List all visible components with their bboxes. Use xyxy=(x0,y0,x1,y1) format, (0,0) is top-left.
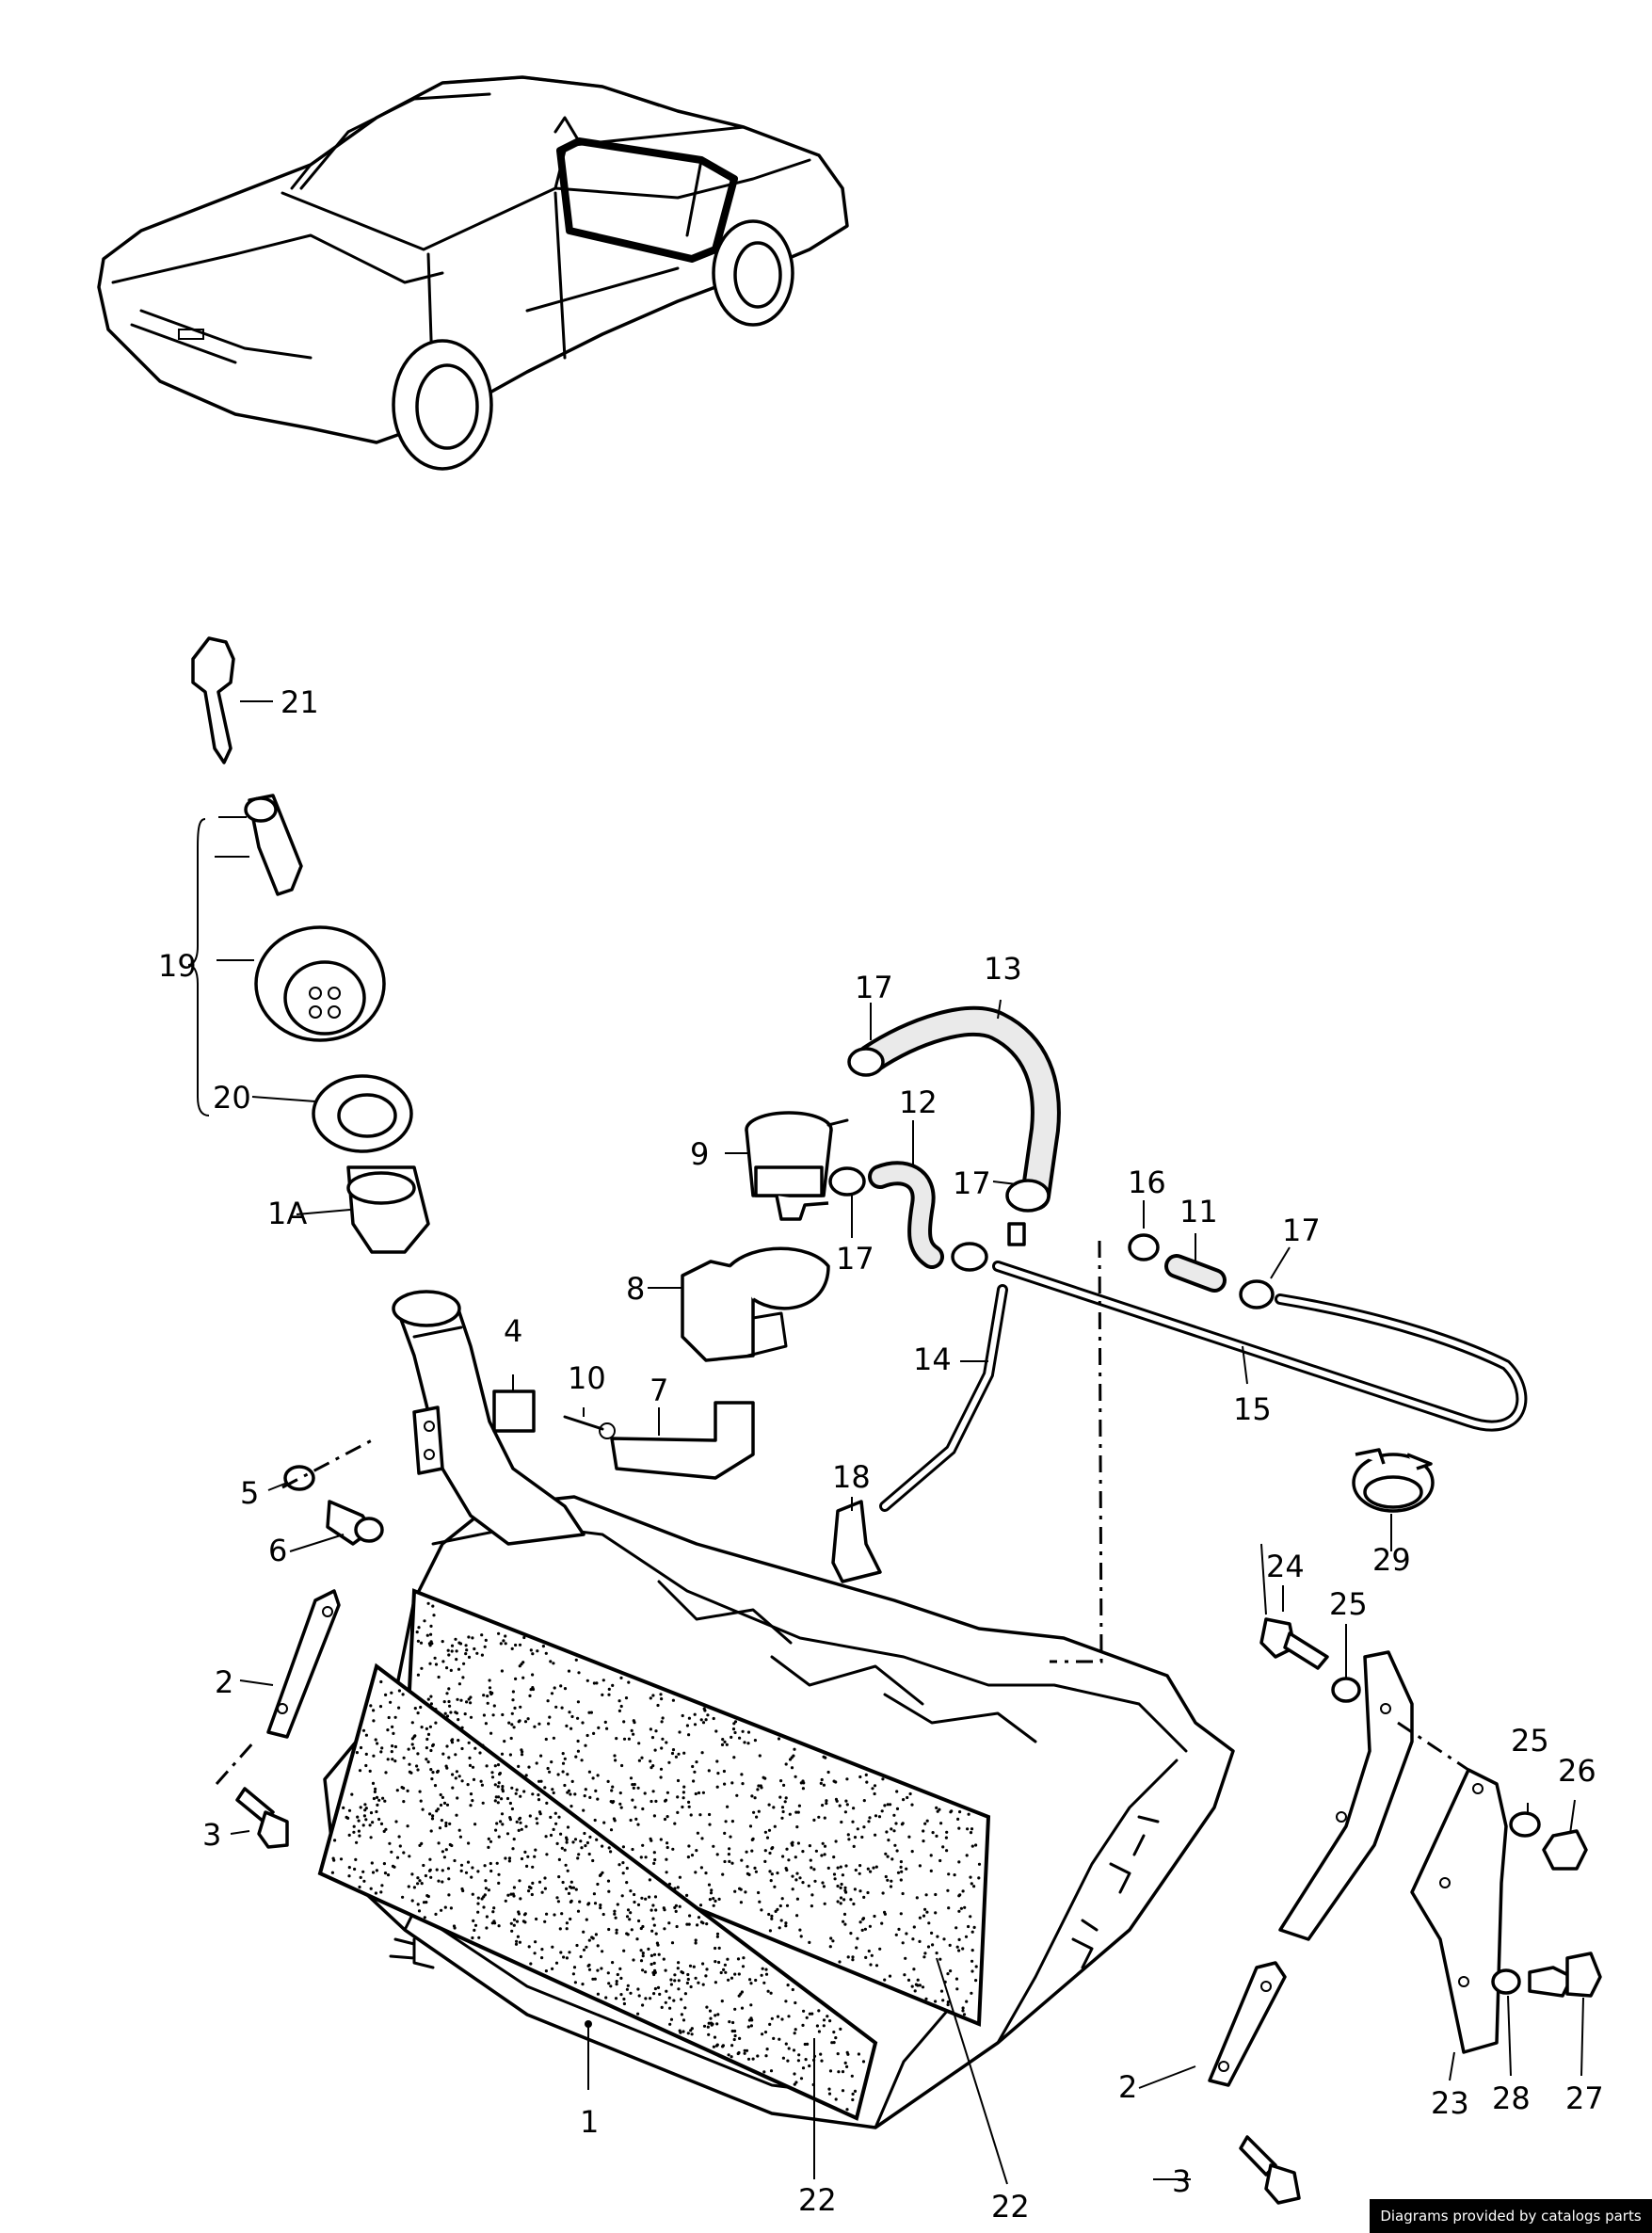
callout-17b: 17 xyxy=(836,1241,874,1277)
callout-7: 7 xyxy=(650,1373,668,1408)
credit-banner: Diagrams provided by catalogs parts xyxy=(1370,2199,1652,2233)
small-parts-drawings xyxy=(191,636,1602,2205)
callout-17d: 17 xyxy=(1282,1213,1321,1248)
callout-20: 20 xyxy=(213,1080,251,1116)
callout-28: 28 xyxy=(1492,2080,1531,2116)
callout-1a: 1A xyxy=(267,1196,307,1231)
car-locator-illustration xyxy=(97,75,849,471)
callout-10: 10 xyxy=(568,1360,606,1396)
callout-2a: 2 xyxy=(215,1664,233,1700)
callout-16: 16 xyxy=(1128,1165,1166,1200)
callout-3b: 3 xyxy=(1172,2163,1191,2199)
callout-12: 12 xyxy=(899,1084,938,1120)
callout-6: 6 xyxy=(268,1533,287,1568)
callout-8: 8 xyxy=(626,1271,645,1307)
callout-15: 15 xyxy=(1233,1391,1272,1427)
callout-26: 26 xyxy=(1558,1753,1596,1789)
callout-5: 5 xyxy=(240,1475,259,1511)
callout-17c: 17 xyxy=(953,1165,991,1201)
callout-17a: 17 xyxy=(855,970,893,1005)
callout-25b: 25 xyxy=(1511,1723,1549,1759)
callout-9: 9 xyxy=(690,1136,709,1172)
callout-2b: 2 xyxy=(1118,2069,1137,2105)
leader-lines xyxy=(187,700,1584,2185)
callout-labels: 21 19 20 1A 9 8 17 13 12 17 17 16 11 17 … xyxy=(158,684,1604,2225)
callout-14: 14 xyxy=(913,1341,952,1377)
insulation-pad-texture-b xyxy=(330,1679,866,2112)
callout-19: 19 xyxy=(158,948,197,984)
callout-22b: 22 xyxy=(991,2189,1030,2225)
hoses-and-pipes xyxy=(215,1005,1528,1785)
callout-18: 18 xyxy=(832,1459,871,1495)
callout-25a: 25 xyxy=(1329,1586,1368,1622)
callout-27: 27 xyxy=(1565,2080,1604,2116)
callout-4: 4 xyxy=(504,1313,522,1349)
callout-24: 24 xyxy=(1266,1549,1305,1584)
callout-23: 23 xyxy=(1431,2085,1469,2121)
fuel-tank-drawing xyxy=(317,1290,1235,2129)
callout-3a: 3 xyxy=(202,1817,221,1853)
callout-21: 21 xyxy=(281,684,319,720)
callout-13: 13 xyxy=(984,951,1022,987)
callout-11: 11 xyxy=(1179,1194,1218,1229)
callout-22a: 22 xyxy=(798,2182,837,2218)
callout-29: 29 xyxy=(1372,1542,1411,1578)
callout-1: 1 xyxy=(580,2104,599,2140)
